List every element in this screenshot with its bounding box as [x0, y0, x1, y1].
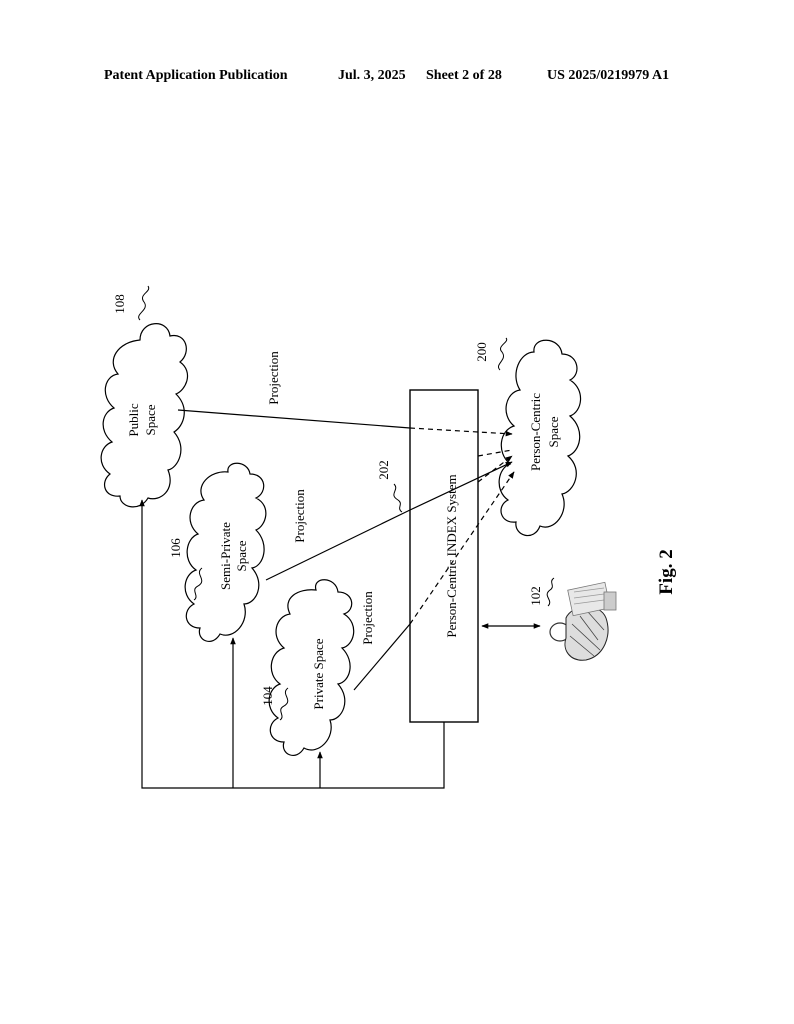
person-centric-space-label-2: Space	[546, 416, 561, 447]
semi-private-space-ref-leader	[193, 567, 203, 601]
patent-number: US 2025/0219979 A1	[547, 68, 670, 83]
public-space-label-2: Space	[143, 404, 158, 435]
figure-label: Fig. 2	[656, 549, 677, 594]
sheet-number: Sheet 2 of 28	[426, 68, 502, 83]
semi-private-space-cloud: Semi-Private Space 106	[168, 462, 267, 643]
index-system-box: Person-Centric INDEX System 202	[376, 389, 479, 723]
person-centric-space-ref: 200	[474, 342, 489, 362]
person-ref-leader	[546, 577, 555, 607]
person-group: 102	[481, 577, 617, 661]
private-space-cloud: Private Space 104	[260, 579, 355, 757]
public-space-cloud: Public Space 108	[100, 285, 189, 508]
person-centric-space-label-1: Person-Centric	[528, 393, 543, 471]
page-header: Patent Application Publication Jul. 3, 2…	[0, 68, 794, 88]
private-space-label: Private Space	[311, 638, 326, 709]
publication-date: Jul. 3, 2025	[338, 68, 406, 83]
public-space-ref-leader	[138, 285, 150, 321]
person-centric-space-ref-leader	[498, 337, 508, 371]
public-space-label-1: Public	[126, 403, 141, 436]
private-space-ref: 104	[260, 686, 275, 706]
private-space-ref-leader	[279, 687, 289, 721]
semi-private-space-ref: 106	[168, 538, 183, 558]
index-system-label: Person-Centric INDEX System	[444, 474, 459, 637]
projection-arrows: Projection Projection Projection	[177, 351, 515, 691]
semi-private-space-label-2: Space	[234, 540, 249, 571]
person-icon	[549, 581, 617, 661]
index-system-ref: 202	[376, 460, 391, 480]
person-ref: 102	[528, 586, 543, 606]
projection-label-private: Projection	[360, 591, 375, 645]
projection-label-semi-private: Projection	[292, 489, 307, 543]
feedback-connectors	[139, 499, 445, 789]
person-centric-space-cloud: Person-Centric Space 200	[474, 337, 582, 537]
semi-private-space-label-1: Semi-Private	[218, 522, 233, 590]
public-space-ref: 108	[112, 294, 127, 314]
publication-label: Patent Application Publication	[104, 68, 288, 83]
projection-label-public: Projection	[266, 351, 281, 405]
index-system-ref-leader	[393, 483, 403, 513]
